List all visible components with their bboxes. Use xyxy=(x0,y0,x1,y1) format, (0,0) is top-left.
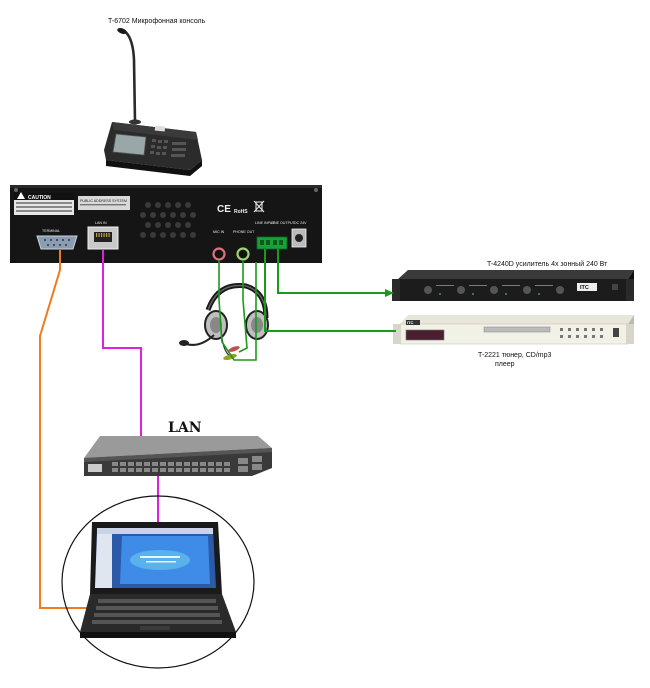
model-plate-text: PUBLIC ADDRESS SYSTEM xyxy=(80,199,127,203)
lan-in-label: LAN IN xyxy=(95,221,107,225)
phone-out-label: PHONE OUT xyxy=(233,230,255,234)
dc-label: DC 24V xyxy=(294,221,307,225)
weee-bin-icon xyxy=(253,200,265,213)
tuner-icon: ITC xyxy=(393,315,634,345)
amplifier-label: T-4240D усилитель 4х зонный 240 Вт xyxy=(487,260,608,268)
line-out-arrow xyxy=(385,289,394,297)
laptop-circle xyxy=(61,495,255,669)
terminal-label: TERMINAL xyxy=(42,229,60,233)
vent-grille xyxy=(140,202,196,238)
mic-in-jack xyxy=(212,247,226,261)
lan-cable-upper xyxy=(102,250,142,466)
lan-label: LAN xyxy=(168,420,202,436)
phone-out-jack xyxy=(236,247,250,261)
line-output-label: LINE OUTPUT xyxy=(271,221,296,225)
serial-port xyxy=(36,235,78,250)
network-switch-icon xyxy=(84,436,272,476)
mic-cable xyxy=(218,260,257,361)
laptop-icon xyxy=(80,522,236,638)
tuner-label-line2: плеер xyxy=(495,361,515,368)
rohs-mark: RoHS xyxy=(234,209,248,215)
mic-in-label: MIC IN xyxy=(213,230,225,234)
line-out-cable xyxy=(277,249,385,294)
caution-text: CAUTION xyxy=(28,195,51,201)
amplifier-icon: ITC xyxy=(392,270,634,301)
amplifier-brand: ITC xyxy=(580,285,589,291)
ce-mark: CE xyxy=(217,204,231,215)
line-input-label: LINE INPUT xyxy=(255,221,276,225)
console-label: T-6702 Микрофонная консоль xyxy=(108,18,206,25)
main-unit-rear-panel: CAUTION PUBLIC ADDRESS SYSTEM CE RoHS TE… xyxy=(10,185,322,263)
line-in-cable xyxy=(264,249,396,332)
serial-cable xyxy=(39,250,92,609)
microphone-console-icon xyxy=(104,28,202,176)
headset-icon xyxy=(179,283,269,361)
phone-cable xyxy=(238,260,248,353)
tuner-brand: ITC xyxy=(407,320,414,325)
tuner-label-line1: T-2221 тюнер, CD/mp3 xyxy=(478,352,552,359)
